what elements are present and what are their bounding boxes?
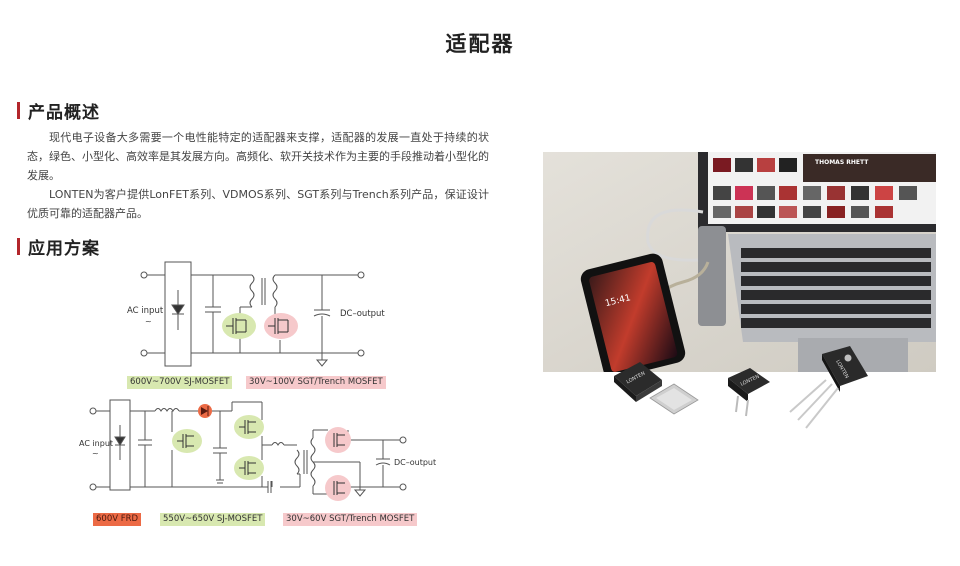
intro-paragraph-2: LONTEN为客户提供LonFET系列、VDMOS系列、SGT系列与Trench…	[27, 188, 489, 220]
mosfet-packages: LONTEN LONTEN LONTEN	[614, 346, 868, 429]
product-photo: THOMAS RHETT 15:41	[543, 152, 936, 372]
dc-output-label-2: DC–output	[394, 458, 436, 467]
ac-symbol-2: ~	[92, 449, 99, 458]
section-title-application: 应用方案	[28, 238, 100, 259]
ac-input-label-1: AC input	[127, 306, 164, 316]
section-heading-overview: 产品概述	[17, 100, 100, 123]
tag-frd: 600V FRD	[93, 513, 142, 526]
ac-input-label-2: AC input	[79, 439, 113, 448]
section-heading-application: 应用方案	[17, 236, 100, 259]
sgt-mosfet-highlight	[325, 427, 351, 453]
dc-output-label-1: DC–output	[340, 309, 385, 319]
sj-mosfet-highlight	[234, 456, 264, 480]
screen-banner-text: THOMAS RHETT	[815, 159, 869, 166]
tag-sj-mosfet-2: 550V~650V SJ-MOSFET	[160, 513, 266, 526]
section-title-overview: 产品概述	[28, 102, 100, 123]
ac-symbol-1: ~	[145, 317, 152, 326]
page-title: 适配器	[445, 32, 515, 56]
tag-sgt-trench-1: 30V~100V SGT/Trench MOSFET	[246, 376, 386, 389]
sj-mosfet-highlight	[172, 429, 202, 453]
sgt-mosfet-highlight	[325, 475, 351, 501]
section-accent-bar	[17, 237, 20, 255]
sj-mosfet-highlight	[234, 415, 264, 439]
sgt-mosfet-highlight	[264, 313, 298, 339]
tag-sj-mosfet-1: 600V~700V SJ-MOSFET	[127, 376, 233, 389]
section-accent-bar	[17, 101, 20, 119]
intro-text: 现代电子设备大多需要一个电性能特定的适配器来支撑，适配器的发展一直处于持续的状态…	[27, 128, 489, 223]
sj-mosfet-highlight	[222, 313, 256, 339]
tag-sgt-trench-2: 30V~60V SGT/Trench MOSFET	[283, 513, 418, 526]
intro-paragraph-1: 现代电子设备大多需要一个电性能特定的适配器来支撑，适配器的发展一直处于持续的状态…	[27, 131, 489, 182]
